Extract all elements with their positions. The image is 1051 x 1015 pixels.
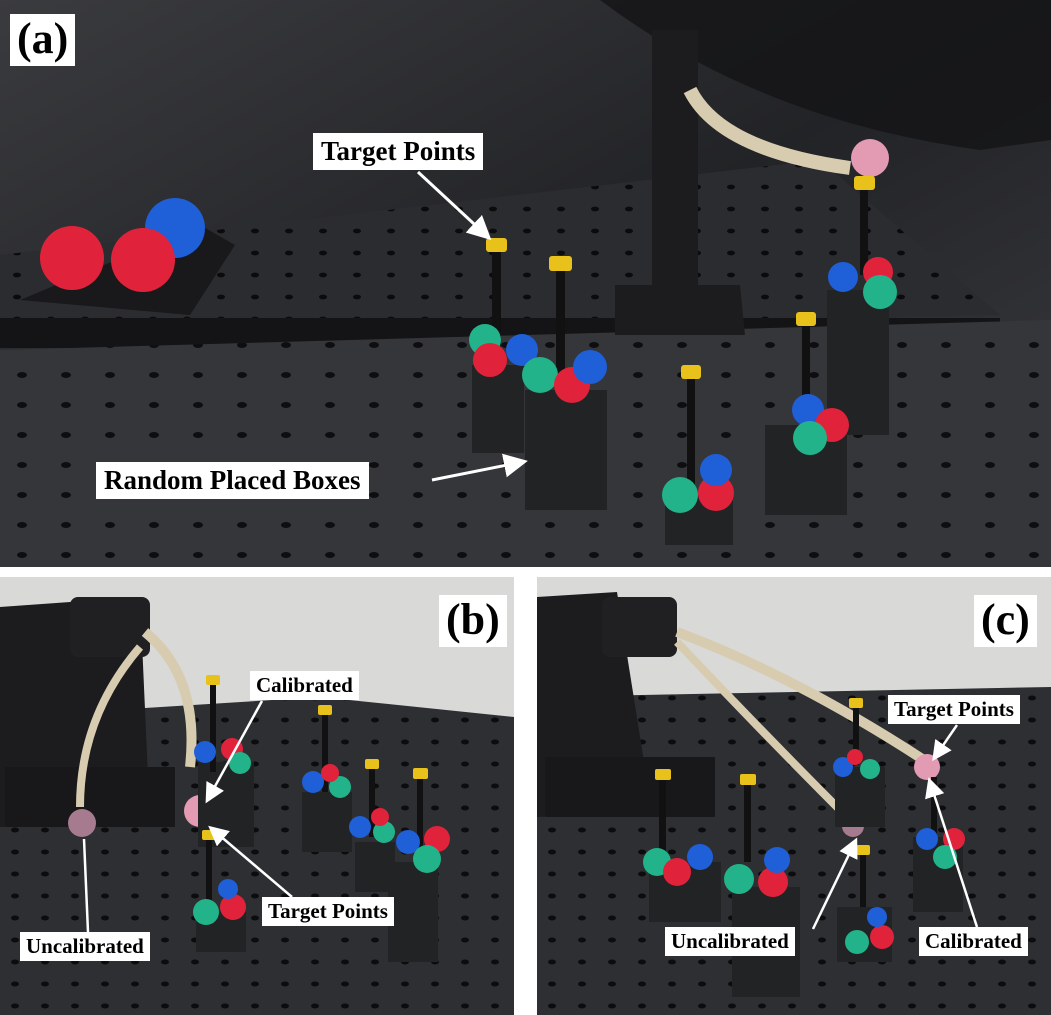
uncalibrated-label: Uncalibrated bbox=[20, 932, 150, 961]
panel-letter-a: (a) bbox=[10, 14, 76, 66]
panel-a: (a) Target Points Random Placed Boxes bbox=[0, 0, 1051, 567]
panel-b: (b) Calibrated Target Points Uncalibrate… bbox=[0, 577, 514, 1015]
random-boxes-label: Random Placed Boxes bbox=[96, 462, 369, 499]
calibrated-label: Calibrated bbox=[250, 671, 359, 700]
calibrated-label: Calibrated bbox=[919, 927, 1028, 956]
target-points-label: Target Points bbox=[888, 695, 1020, 724]
panel-letter-c: (c) bbox=[974, 595, 1037, 647]
target-points-label: Target Points bbox=[262, 897, 394, 926]
target-points-label: Target Points bbox=[313, 133, 484, 170]
panel-c: (c) Target Points Uncalibrated Calibrate… bbox=[537, 577, 1051, 1015]
photo-scene-a bbox=[0, 0, 1051, 567]
uncalibrated-label: Uncalibrated bbox=[665, 927, 795, 956]
panel-letter-b: (b) bbox=[439, 595, 507, 647]
